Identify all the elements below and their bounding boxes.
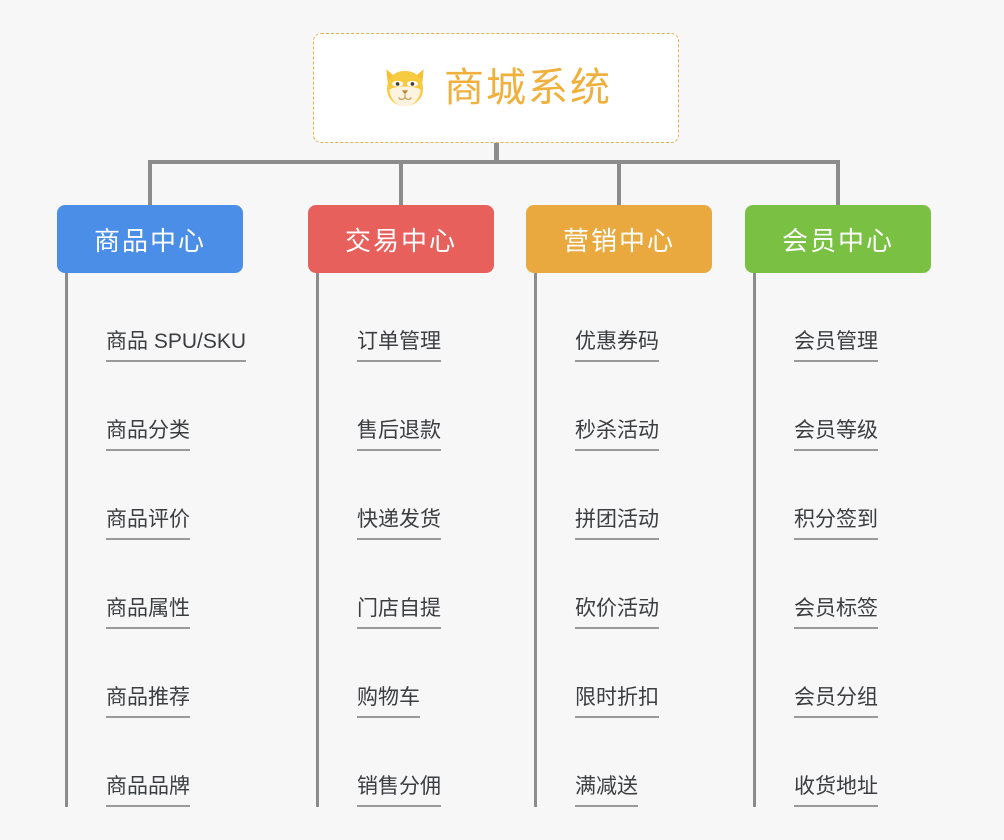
list-item[interactable]: 限时折扣 [537, 629, 712, 718]
list-item[interactable]: 商品属性 [68, 540, 243, 629]
connector-drop-2 [399, 160, 403, 206]
category-header-marketing[interactable]: 营销中心 [526, 205, 712, 273]
list-item[interactable]: 商品评价 [68, 451, 243, 540]
list-item[interactable]: 满减送 [537, 718, 712, 807]
leaf-label: 积分签到 [794, 508, 878, 540]
category-header-trade[interactable]: 交易中心 [308, 205, 494, 273]
leaf-list-marketing: 优惠券码 秒杀活动 拼团活动 砍价活动 限时折扣 满减送 [534, 273, 712, 807]
leaf-label: 收货地址 [794, 775, 878, 807]
leaf-list-trade: 订单管理 售后退款 快递发货 门店自提 购物车 销售分佣 [316, 273, 494, 807]
category-column-member: 会员中心 会员管理 会员等级 积分签到 会员标签 会员分组 收货地址 [745, 205, 931, 807]
category-column-marketing: 营销中心 优惠券码 秒杀活动 拼团活动 砍价活动 限时折扣 满减送 [526, 205, 712, 807]
category-column-product: 商品中心 商品 SPU/SKU 商品分类 商品评价 商品属性 商品推荐 商品品牌 [57, 205, 247, 807]
list-item[interactable]: 会员标签 [756, 540, 931, 629]
list-item[interactable]: 商品品牌 [68, 718, 243, 807]
list-item[interactable]: 积分签到 [756, 451, 931, 540]
leaf-label: 砍价活动 [575, 597, 659, 629]
list-item[interactable]: 购物车 [319, 629, 494, 718]
leaf-label: 订单管理 [357, 330, 441, 362]
leaf-label: 限时折扣 [575, 686, 659, 718]
leaf-label: 门店自提 [357, 597, 441, 629]
category-column-trade: 交易中心 订单管理 售后退款 快递发货 门店自提 购物车 销售分佣 [308, 205, 494, 807]
category-header-member[interactable]: 会员中心 [745, 205, 931, 273]
category-header-label: 会员中心 [781, 225, 894, 256]
list-item[interactable]: 销售分佣 [319, 718, 494, 807]
list-item[interactable]: 商品 SPU/SKU [68, 273, 247, 362]
leaf-label: 商品 SPU/SKU [106, 330, 247, 362]
list-item[interactable]: 门店自提 [319, 540, 494, 629]
connector-root-stem [494, 143, 499, 164]
leaf-label: 商品品牌 [106, 775, 190, 807]
leaf-label: 购物车 [357, 686, 420, 718]
leaf-label: 商品分类 [106, 419, 190, 451]
connector-drop-3 [617, 160, 621, 206]
list-item[interactable]: 会员分组 [756, 629, 931, 718]
connector-horizontal-bus [148, 160, 840, 164]
root-node[interactable]: 商城系统 [313, 33, 679, 143]
category-header-label: 营销中心 [562, 225, 675, 256]
list-item[interactable]: 会员管理 [756, 273, 931, 362]
leaf-label: 会员标签 [794, 597, 878, 629]
list-item[interactable]: 订单管理 [319, 273, 494, 362]
list-item[interactable]: 会员等级 [756, 362, 931, 451]
leaf-label: 会员分组 [794, 686, 878, 718]
list-item[interactable]: 砍价活动 [537, 540, 712, 629]
leaf-label: 优惠券码 [575, 330, 659, 362]
leaf-label: 销售分佣 [357, 775, 441, 807]
list-item[interactable]: 秒杀活动 [537, 362, 712, 451]
connector-drop-4 [836, 160, 840, 206]
leaf-label: 满减送 [575, 775, 638, 807]
list-item[interactable]: 收货地址 [756, 718, 931, 807]
leaf-label: 商品属性 [106, 597, 190, 629]
list-item[interactable]: 优惠券码 [537, 273, 712, 362]
list-item[interactable]: 拼团活动 [537, 451, 712, 540]
list-item[interactable]: 售后退款 [319, 362, 494, 451]
root-node-label: 商城系统 [444, 66, 612, 110]
list-item[interactable]: 商品分类 [68, 362, 243, 451]
leaf-label: 拼团活动 [575, 508, 659, 540]
leaf-label: 商品评价 [106, 508, 190, 540]
leaf-label: 会员等级 [794, 419, 878, 451]
category-header-label: 交易中心 [344, 225, 457, 256]
category-header-product[interactable]: 商品中心 [57, 205, 243, 273]
leaf-list-member: 会员管理 会员等级 积分签到 会员标签 会员分组 收货地址 [753, 273, 931, 807]
leaf-label: 售后退款 [357, 419, 441, 451]
list-item[interactable]: 商品推荐 [68, 629, 243, 718]
shiba-dog-icon [386, 69, 424, 106]
leaf-label: 商品推荐 [106, 686, 190, 718]
leaf-label: 会员管理 [794, 330, 878, 362]
leaf-label: 快递发货 [357, 508, 441, 540]
leaf-list-product: 商品 SPU/SKU 商品分类 商品评价 商品属性 商品推荐 商品品牌 [65, 273, 247, 807]
list-item[interactable]: 快递发货 [319, 451, 494, 540]
leaf-label: 秒杀活动 [575, 419, 659, 451]
category-header-label: 商品中心 [93, 225, 206, 256]
connector-drop-1 [148, 160, 152, 206]
